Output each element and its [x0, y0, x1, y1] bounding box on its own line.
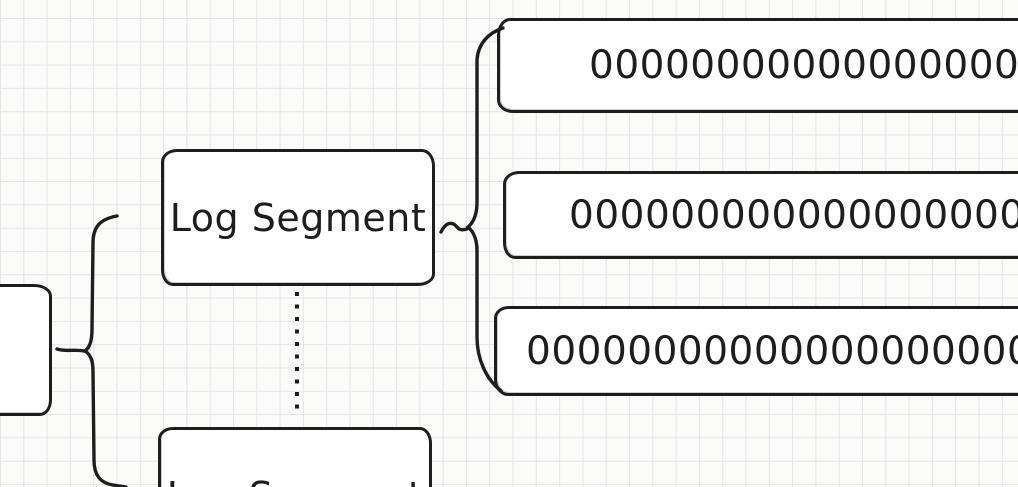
log-segment-next-label: Log Segment: [167, 474, 423, 487]
right-brace-connector[interactable]: [465, 26, 505, 393]
dotted-connector[interactable]: [295, 292, 299, 416]
left-box-connector[interactable]: [55, 347, 86, 353]
tilde-connector[interactable]: [439, 221, 471, 234]
left-partial-node[interactable]: [0, 284, 52, 416]
left-brace-connector[interactable]: [82, 214, 128, 487]
log-segment-next-node[interactable]: Log Segment: [158, 427, 432, 487]
log-segment-label: Log Segment: [169, 195, 427, 240]
log-segment-node[interactable]: Log Segment: [161, 149, 435, 286]
